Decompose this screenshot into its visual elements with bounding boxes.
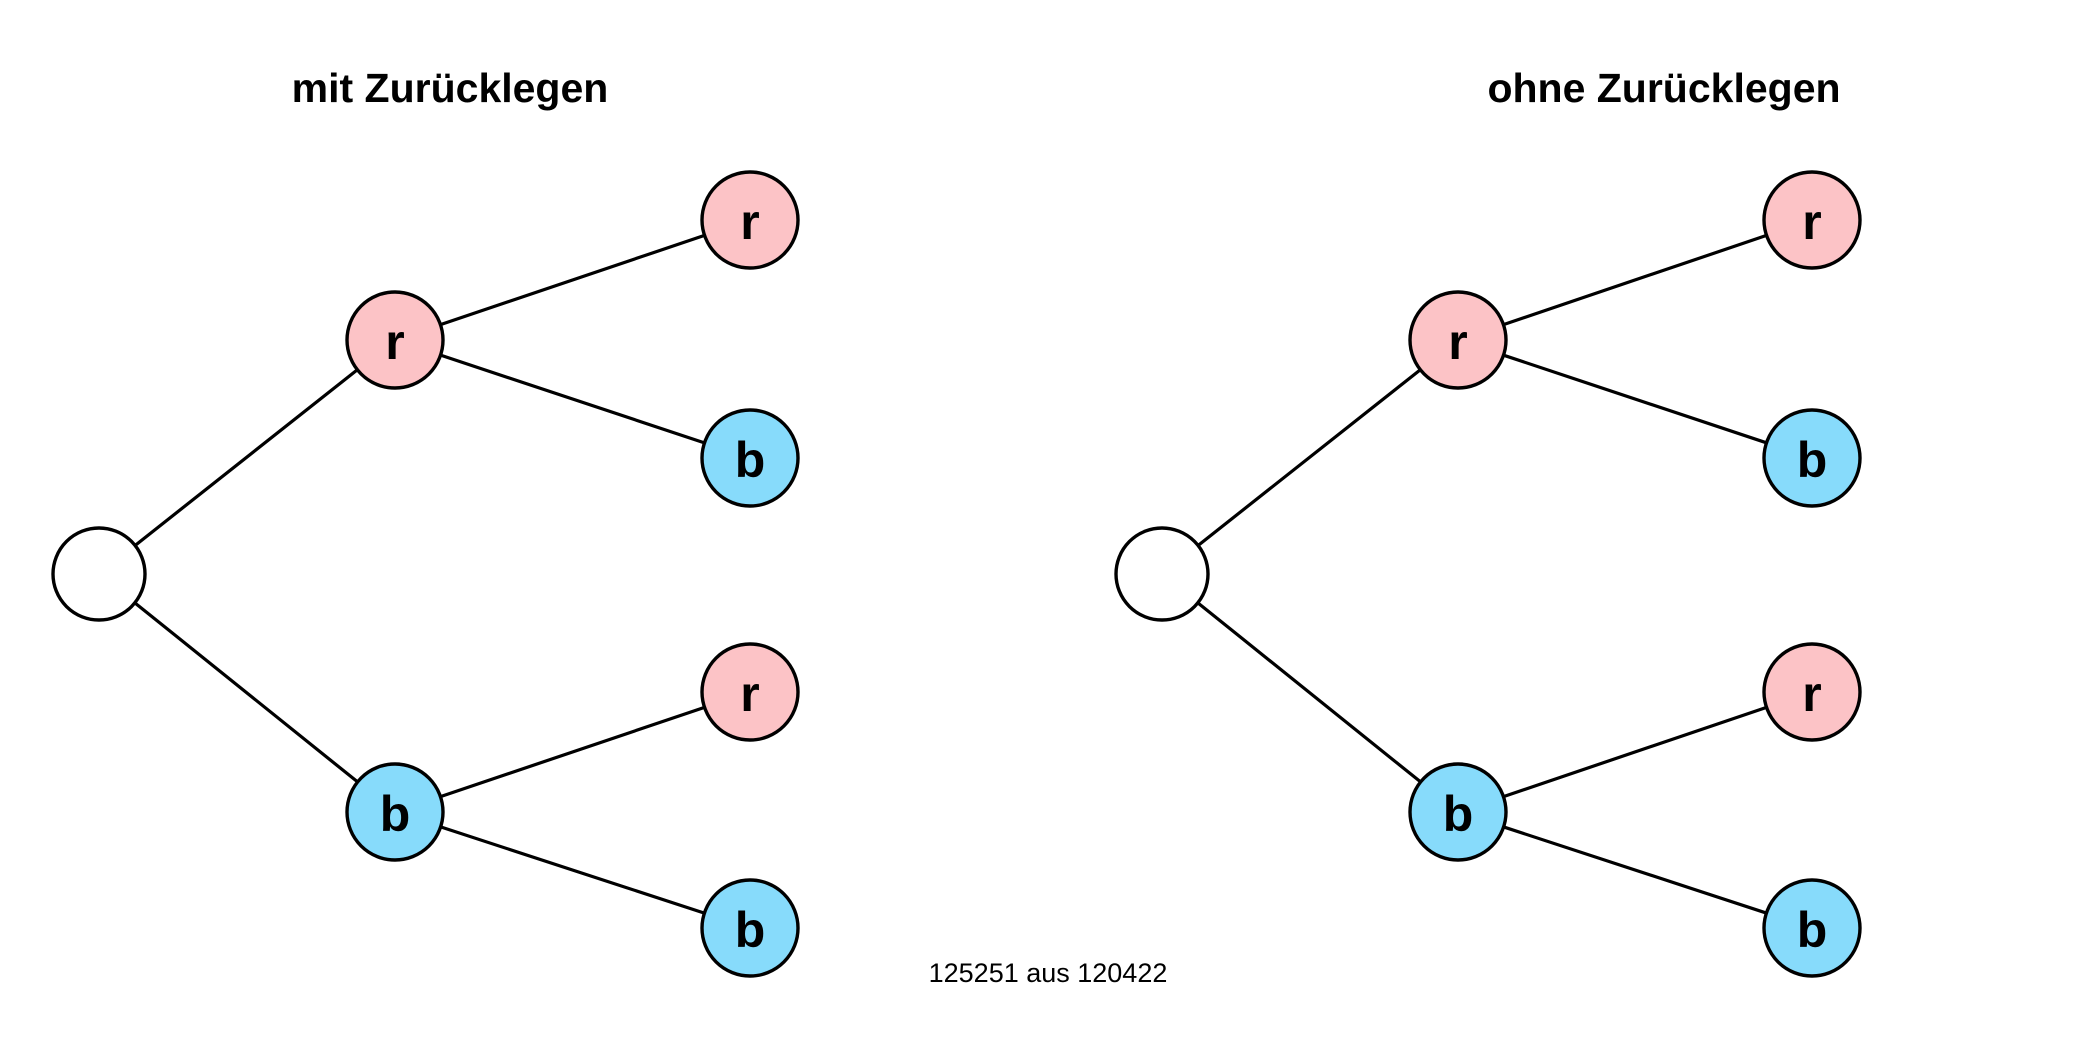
tree-edge-r-to-r-0 [1501, 233, 1769, 327]
tree-ohne-zuruecklegen-level2-node-r-0[interactable]: r [1762, 170, 1862, 270]
tree-edge-b-to-b-3 [439, 825, 706, 915]
tree-mit-zuruecklegen-level1-node-r-0-label: r [385, 314, 404, 370]
tree-mit-zuruecklegen-level2-node-r-2[interactable]: r [700, 642, 800, 742]
tree-edge-r-to-b-1 [438, 353, 707, 445]
tree-mit-zuruecklegen-root-node[interactable] [51, 526, 147, 622]
tree-mit-zuruecklegen-level2-node-r-0[interactable]: r [700, 170, 800, 270]
tree-ohne-zuruecklegen-level2-node-r-2-label: r [1802, 666, 1821, 722]
tree-ohne-zuruecklegen-level2-node-b-1-label: b [1797, 432, 1828, 488]
tree-edge-b-to-r-2 [1501, 705, 1769, 799]
tree-edge-r-to-r-0 [438, 233, 707, 327]
tree-edge-b-to-b-3 [1502, 825, 1768, 915]
tree-ohne-zuruecklegen-level2-node-b-3[interactable]: b [1762, 878, 1862, 978]
tree-mit-zuruecklegen-level1-node-r-0-circle[interactable] [345, 290, 445, 390]
tree-ohne-zuruecklegen-level2-node-r-2-circle[interactable] [1762, 642, 1862, 742]
tree-mit-zuruecklegen-level2-node-r-0-circle[interactable] [700, 170, 800, 270]
tree-ohne-zuruecklegen-level1-node-r-0-label: r [1448, 314, 1467, 370]
tree-ohne-zuruecklegen-level1-node-b-1-circle[interactable] [1408, 762, 1508, 862]
tree-mit-zuruecklegen-level2-node-b-1-label: b [735, 432, 766, 488]
tree-title-mit-zuruecklegen: mit Zurücklegen [292, 65, 609, 111]
tree-mit-zuruecklegen-level2-node-r-2-circle[interactable] [700, 642, 800, 742]
tree-edge-root-to-r-0 [1196, 368, 1422, 548]
tree-edges [1196, 233, 1769, 915]
tree-ohne-zuruecklegen-level1-node-b-1-label: b [1443, 786, 1474, 842]
tree-mit-zuruecklegen-level2-node-b-3-label: b [735, 902, 766, 958]
tree-mit-zuruecklegen-level2-node-r-2-label: r [740, 666, 759, 722]
tree-edge-root-to-r-0 [133, 368, 359, 548]
tree-mit-zuruecklegen-level2-node-r-0-label: r [740, 194, 759, 250]
tree-edge-b-to-r-2 [438, 705, 707, 799]
tree-mit-zuruecklegen: r b r b r b mit Zurücklegen [51, 65, 800, 978]
trees-group: r b r b r b mit Zurücklegen r b r b r b ohne Zurückle… [51, 65, 1862, 988]
tree-edge-root-to-b-1 [133, 601, 360, 784]
tree-mit-zuruecklegen-level2-node-b-1[interactable]: b [700, 408, 800, 508]
figure-caption: 125251 aus 120422 [929, 958, 1168, 988]
tree-ohne-zuruecklegen-level2-node-b-3-circle[interactable] [1762, 878, 1862, 978]
tree-ohne-zuruecklegen-level2-node-r-2[interactable]: r [1762, 642, 1862, 742]
tree-ohne-zuruecklegen-level2-node-b-3-label: b [1797, 902, 1828, 958]
tree-ohne-zuruecklegen: r b r b r b ohne Zurücklegen [1114, 65, 1862, 978]
tree-title-ohne-zuruecklegen: ohne Zurücklegen [1487, 65, 1840, 111]
tree-mit-zuruecklegen-level1-node-r-0[interactable]: r [345, 290, 445, 390]
tree-edge-root-to-b-1 [1196, 601, 1423, 784]
tree-mit-zuruecklegen-level2-node-b-3[interactable]: b [700, 878, 800, 978]
tree-ohne-zuruecklegen-level1-node-b-1[interactable]: b [1408, 762, 1508, 862]
tree-ohne-zuruecklegen-level2-node-r-0-circle[interactable] [1762, 170, 1862, 270]
tree-ohne-zuruecklegen-root-node-circle[interactable] [1114, 526, 1210, 622]
tree-ohne-zuruecklegen-level2-node-b-1[interactable]: b [1762, 408, 1862, 508]
tree-edges [133, 233, 707, 915]
tree-mit-zuruecklegen-level1-node-b-1[interactable]: b [345, 762, 445, 862]
tree-ohne-zuruecklegen-root-node[interactable] [1114, 526, 1210, 622]
tree-mit-zuruecklegen-level1-node-b-1-label: b [380, 786, 411, 842]
tree-mit-zuruecklegen-root-node-circle[interactable] [51, 526, 147, 622]
tree-mit-zuruecklegen-level2-node-b-1-circle[interactable] [700, 408, 800, 508]
tree-edge-r-to-b-1 [1501, 353, 1769, 445]
tree-mit-zuruecklegen-level1-node-b-1-circle[interactable] [345, 762, 445, 862]
tree-mit-zuruecklegen-level2-node-b-3-circle[interactable] [700, 878, 800, 978]
tree-ohne-zuruecklegen-level2-node-r-0-label: r [1802, 194, 1821, 250]
tree-ohne-zuruecklegen-level1-node-r-0-circle[interactable] [1408, 290, 1508, 390]
tree-ohne-zuruecklegen-level2-node-b-1-circle[interactable] [1762, 408, 1862, 508]
tree-ohne-zuruecklegen-level1-node-r-0[interactable]: r [1408, 290, 1508, 390]
